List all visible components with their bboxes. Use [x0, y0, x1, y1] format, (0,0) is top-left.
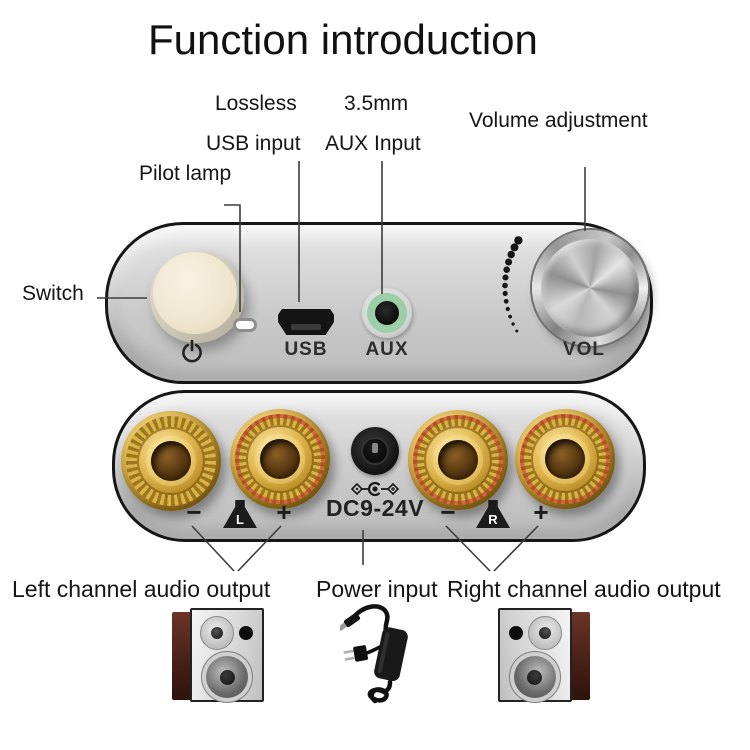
terminal-plus-right: + — [533, 497, 549, 527]
terminal-minus-left: − — [186, 497, 202, 527]
bass-port — [509, 626, 523, 640]
dc-power-jack-hole — [361, 437, 389, 465]
label-volume-adjustment: Volume adjustment — [469, 109, 648, 132]
power-button-top — [153, 252, 237, 334]
terminal-plus-left: + — [276, 497, 292, 527]
aux-jack-green-ring — [367, 293, 407, 333]
channel-letter-left: L — [236, 512, 244, 527]
binding-post-left-minus — [121, 411, 221, 511]
tweeter — [528, 616, 562, 650]
ac-plug — [343, 645, 368, 662]
speaker-front-baffle — [190, 608, 264, 703]
woofer — [201, 651, 253, 703]
volume-knob — [532, 230, 648, 346]
power-button — [150, 251, 244, 343]
aux-port-label: AUX — [365, 339, 409, 360]
label-right-channel-output: Right channel audio output — [447, 576, 721, 602]
label-usb-input: USB input — [206, 132, 301, 155]
binding-post-right-plus — [515, 409, 615, 509]
usb-port-slot — [291, 324, 321, 330]
micro-usb-port — [278, 309, 334, 335]
vol-knob-label: VOL — [562, 339, 606, 360]
terminal-minus-right: − — [440, 497, 456, 527]
volume-knob-face — [541, 239, 639, 337]
label-switch: Switch — [22, 282, 84, 305]
amplifier-front-panel: USB AUX VOL — [105, 222, 653, 384]
speaker-left-image — [172, 608, 266, 703]
label-left-channel-output: Left channel audio output — [12, 576, 271, 602]
dc-power-jack-pin — [372, 443, 378, 453]
woofer — [509, 651, 561, 703]
binding-post-left-plus — [230, 409, 330, 509]
power-icon — [182, 339, 202, 363]
speaker-front-baffle — [498, 608, 572, 703]
label-3-5mm: 3.5mm — [344, 92, 409, 115]
label-lossless: Lossless — [215, 92, 297, 115]
amplifier-rear-panel: DC9-24V − L + − R + — [112, 390, 646, 542]
page-title: Function introduction — [148, 16, 538, 63]
dc-power-jack — [351, 427, 399, 475]
tweeter — [200, 616, 234, 650]
speaker-right-image — [496, 608, 590, 703]
speaker-channel-icon-right: R — [476, 500, 510, 528]
dc-barrel-plug — [340, 612, 361, 632]
pilot-lamp-led — [233, 318, 257, 332]
dc-rating-label: DC9-24V — [325, 495, 425, 521]
label-power-input: Power input — [316, 576, 438, 602]
aux-jack — [362, 288, 412, 338]
label-pilot-lamp: Pilot lamp — [139, 162, 232, 185]
dc-polarity-icon — [350, 481, 400, 497]
usb-port-label: USB — [284, 339, 328, 360]
channel-letter-right: R — [488, 512, 498, 527]
power-adapter-image — [340, 604, 408, 704]
bass-port — [239, 626, 253, 640]
speaker-channel-icon-left: L — [223, 500, 257, 528]
aux-jack-hole — [375, 301, 399, 325]
adapter-brick — [374, 627, 408, 682]
label-aux-input: AUX Input — [325, 132, 421, 155]
binding-post-right-minus — [408, 410, 508, 510]
